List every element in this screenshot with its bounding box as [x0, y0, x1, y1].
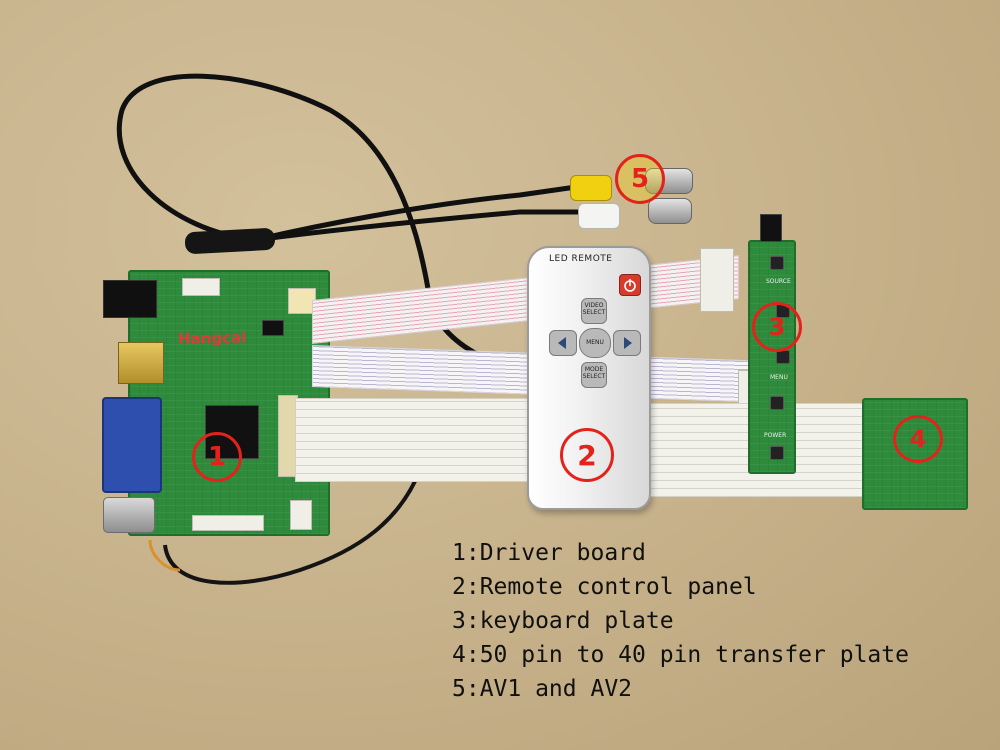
remote-left-arrow-icon — [558, 337, 566, 349]
legend: 1:Driver board 2:Remote control panel 3:… — [452, 536, 909, 706]
driver-board-ribbon-connector — [288, 288, 316, 314]
remote-menu-button: MENU — [579, 328, 611, 358]
ffc-flex-cable-left — [295, 398, 537, 482]
driver-board-top-connector — [182, 278, 220, 296]
av-rca-jack — [103, 497, 155, 533]
keyboard-button-4 — [770, 396, 784, 410]
keyboard-menu-label: MENU — [770, 374, 788, 381]
remote-down-button: MODE SELECT — [581, 362, 607, 388]
vga-port — [102, 397, 162, 493]
rca-socket-2 — [648, 198, 692, 224]
rca-white-plug — [578, 203, 620, 229]
driver-board-small-chip — [262, 320, 284, 336]
marker-3-label: 3 — [768, 313, 786, 341]
remote-right-button — [613, 330, 641, 356]
marker-2-label: 2 — [577, 438, 597, 472]
dc-power-jack — [103, 280, 157, 318]
keyboard-button-1 — [770, 256, 784, 270]
remote-left-button — [549, 330, 577, 356]
keyboard-source-label: SOURCE — [766, 278, 791, 285]
marker-5: 5 — [615, 154, 665, 204]
cable-splitter — [184, 227, 276, 255]
legend-item: 3:keyboard plate — [452, 608, 674, 634]
remote-power-icon — [619, 274, 641, 296]
remote-right-arrow-icon — [624, 337, 632, 349]
driver-board-keypad-connector — [290, 500, 312, 530]
hdmi-port — [118, 342, 164, 384]
ribbon-end-connector-top — [700, 248, 734, 312]
legend-item: 1:Driver board — [452, 540, 646, 566]
remote-down-label: MODE SELECT — [582, 366, 606, 380]
remote-top-label: LED REMOTE — [549, 254, 613, 264]
legend-item: 4:50 pin to 40 pin transfer plate — [452, 642, 909, 668]
driver-board-bottom-connector — [192, 515, 264, 531]
keyboard-power-label: POWER — [764, 432, 787, 439]
marker-5-label: 5 — [630, 164, 650, 194]
marker-1: 1 — [192, 432, 242, 482]
remote-up-label: VIDEO SELECT — [582, 302, 606, 316]
remote-up-button: VIDEO SELECT — [581, 298, 607, 324]
marker-4-label: 4 — [909, 425, 927, 453]
marker-4: 4 — [893, 415, 943, 463]
marker-3: 3 — [752, 302, 802, 352]
remote-menu-label: MENU — [586, 339, 604, 346]
legend-item: 2:Remote control panel — [452, 574, 757, 600]
legend-item: 5:AV1 and AV2 — [452, 676, 633, 702]
marker-1-label: 1 — [207, 442, 227, 472]
brand-watermark: Hangcai — [177, 328, 247, 348]
marker-2: 2 — [560, 428, 614, 482]
keyboard-button-5 — [770, 446, 784, 460]
rca-yellow-plug — [570, 175, 612, 201]
ir-receiver — [760, 214, 782, 242]
keyboard-button-3 — [776, 350, 790, 364]
